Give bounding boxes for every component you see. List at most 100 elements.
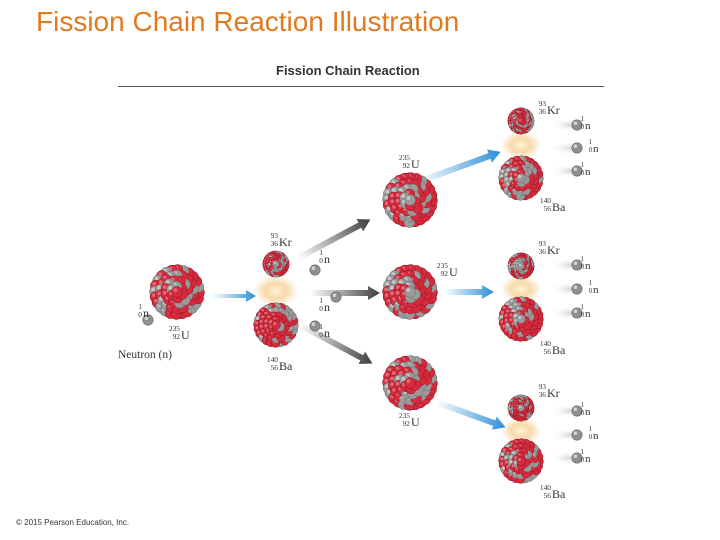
neutron-particle xyxy=(571,165,583,177)
element-symbol: Kr xyxy=(547,243,560,257)
atomic-number: 0 xyxy=(138,310,142,319)
atomic-number: 56 xyxy=(271,363,279,372)
krypton-nucleus xyxy=(507,107,535,135)
mass-number: 1 xyxy=(581,162,584,169)
atomic-number: 56 xyxy=(544,204,552,213)
element-symbol: n xyxy=(324,300,330,314)
element-symbol: n xyxy=(585,260,591,272)
mass-number: 1 xyxy=(581,116,584,123)
element-symbol: n xyxy=(143,306,149,320)
blue-arrow xyxy=(444,285,494,299)
atomic-number: 0 xyxy=(581,312,585,319)
atomic-number: 36 xyxy=(271,239,279,248)
atomic-number: 36 xyxy=(539,107,547,116)
neutron-particle xyxy=(571,405,583,417)
mass-number: 1 xyxy=(581,449,584,456)
uranium-nucleus xyxy=(382,264,438,320)
atomic-number: 0 xyxy=(589,288,593,295)
element-symbol: Kr xyxy=(279,235,292,249)
atomic-number: 36 xyxy=(539,390,547,399)
neutron-trail xyxy=(547,429,579,441)
neutron-trail xyxy=(547,307,579,319)
neutron-trail xyxy=(547,259,579,271)
mass-number: 1 xyxy=(319,322,323,331)
neutron-trail xyxy=(547,452,579,464)
copyright-notice: © 2015 Pearson Education, Inc. xyxy=(16,518,130,527)
mass-number: 93 xyxy=(539,239,547,248)
barium-nucleus xyxy=(498,296,544,342)
element-symbol: Kr xyxy=(547,386,560,400)
neutron-caption: Neutron (n) xyxy=(118,349,172,361)
gray-arrow xyxy=(296,218,371,261)
mass-number: 1 xyxy=(589,139,592,146)
neutron-particle xyxy=(330,291,342,303)
barium-nucleus xyxy=(498,155,544,201)
element-symbol: n xyxy=(585,406,591,418)
neutron-particle xyxy=(142,314,154,326)
neutron-particle xyxy=(309,320,321,332)
mass-number: 235 xyxy=(399,153,410,162)
atomic-number: 56 xyxy=(544,347,552,356)
free-neutron-group xyxy=(142,119,583,464)
atomic-number: 0 xyxy=(581,170,585,177)
element-symbol: n xyxy=(585,308,591,320)
element-symbol: U xyxy=(411,157,420,171)
atomic-number: 92 xyxy=(403,419,411,428)
mass-number: 140 xyxy=(540,483,551,492)
krypton-nucleus xyxy=(262,250,290,278)
mass-number: 1 xyxy=(319,296,323,305)
nuclei-group xyxy=(149,107,544,484)
atomic-number: 92 xyxy=(403,161,411,170)
element-symbol: Kr xyxy=(547,103,560,117)
element-symbol: n xyxy=(585,120,591,132)
neutron-particle xyxy=(571,142,583,154)
element-symbol: n xyxy=(324,326,330,340)
uranium-nucleus xyxy=(149,264,205,320)
neutron-particle xyxy=(571,283,583,295)
element-symbol: Ba xyxy=(552,200,566,214)
neutron-trail xyxy=(547,119,579,131)
fission-flash xyxy=(501,131,541,159)
mass-number: 235 xyxy=(437,261,448,270)
element-symbol: U xyxy=(449,265,458,279)
element-symbol: n xyxy=(324,252,330,266)
neutron-particle xyxy=(571,429,583,441)
element-symbol: Ba xyxy=(279,359,293,373)
atomic-number: 0 xyxy=(581,264,585,271)
atomic-number: 56 xyxy=(544,491,552,500)
fission-flash xyxy=(501,275,541,303)
element-symbol: n xyxy=(585,166,591,178)
mass-number: 140 xyxy=(540,339,551,348)
fission-flash-group xyxy=(254,131,541,445)
uranium-nucleus xyxy=(382,355,438,411)
element-symbol: n xyxy=(585,453,591,465)
atomic-number: 0 xyxy=(589,147,593,154)
mass-number: 1 xyxy=(589,426,592,433)
mass-number: 140 xyxy=(540,196,551,205)
element-symbol: n xyxy=(593,284,599,296)
krypton-nucleus xyxy=(507,394,535,422)
atomic-number: 0 xyxy=(581,457,585,464)
blue-arrow xyxy=(416,149,501,185)
neutron-trail xyxy=(547,405,579,417)
blue-arrow xyxy=(212,290,256,302)
element-symbol: U xyxy=(411,415,420,429)
neutron-trail xyxy=(547,142,579,154)
barium-nucleus xyxy=(498,438,544,484)
fission-flash xyxy=(254,275,298,307)
neutron-trail xyxy=(547,165,579,177)
